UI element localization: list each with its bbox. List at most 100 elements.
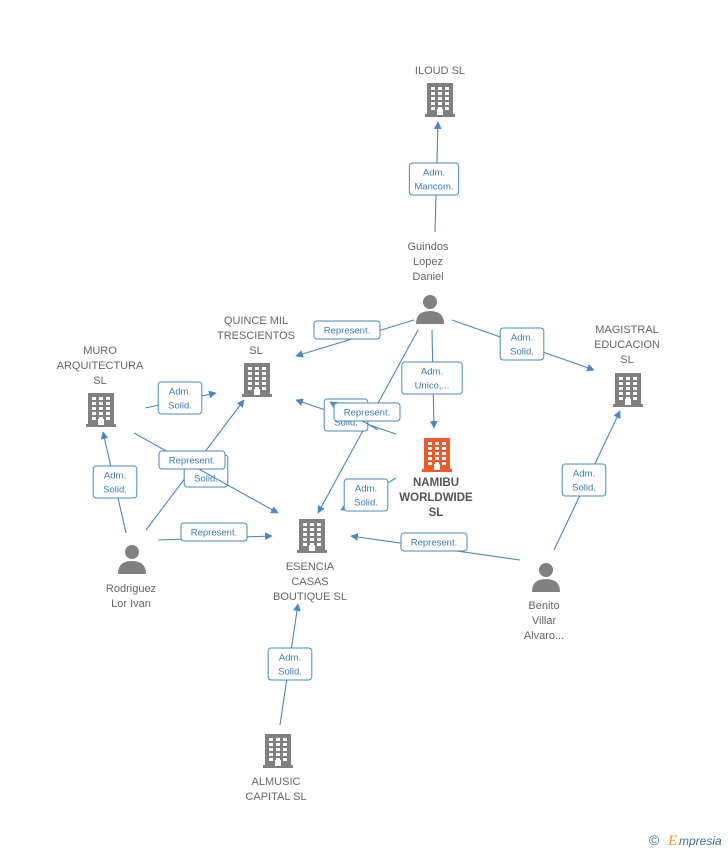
- edge-benito-to-esencia: Represent.: [350, 532, 521, 561]
- relation-label-text: Solid.: [354, 498, 378, 509]
- relation-label[interactable]: Represent.: [333, 402, 401, 422]
- node-magistral[interactable]: MAGISTRAL EDUCACION SL: [594, 324, 660, 407]
- relation-label-text: Unico,...: [415, 381, 450, 392]
- relation-label-box: [267, 647, 313, 681]
- node-label[interactable]: BOUTIQUE SL: [273, 591, 347, 603]
- edge-guindos-to-quince: Represent.: [295, 319, 415, 358]
- relation-label[interactable]: Represent.: [180, 522, 248, 542]
- relation-label-box: [158, 450, 226, 470]
- edge-guindos-to-namibu: Adm.Unico,...: [401, 329, 463, 429]
- node-label[interactable]: SL: [93, 375, 106, 387]
- relation-label-text: Adm.: [279, 653, 301, 664]
- node-label[interactable]: SL: [429, 507, 444, 519]
- relation-label-text: Solid.: [278, 667, 302, 678]
- node-label[interactable]: EDUCACION: [594, 339, 660, 351]
- relation-label-text: Solid.: [334, 418, 358, 429]
- building-icon[interactable]: [263, 734, 293, 768]
- relation-label-box: [333, 402, 401, 422]
- relation-label-text: Adm.: [423, 168, 445, 179]
- node-label[interactable]: Daniel: [412, 271, 443, 283]
- node-almusic[interactable]: ALMUSIC CAPITAL SL: [245, 734, 307, 803]
- relation-label-text: Solid.: [194, 474, 218, 485]
- relation-label[interactable]: Represent.: [158, 450, 226, 470]
- relation-label[interactable]: Adm. Solid.: [561, 463, 607, 497]
- relation-label-text: Represent.: [191, 528, 237, 539]
- relation-label-box: [401, 361, 463, 395]
- relation-label-text: Represent.: [411, 538, 457, 549]
- node-label[interactable]: Rodriguez: [106, 583, 156, 595]
- edge-line: [133, 432, 279, 514]
- node-muro[interactable]: MURO ARQUITECTURA SL: [57, 345, 144, 427]
- node-label[interactable]: SL: [249, 345, 262, 357]
- person-icon[interactable]: [532, 563, 560, 592]
- edge-rodriguez-to-esencia: Represent.: [157, 522, 273, 542]
- node-label[interactable]: ALMUSIC: [252, 776, 301, 788]
- building-icon[interactable]: [422, 438, 452, 472]
- relation-label-box: [343, 478, 389, 512]
- relation-label[interactable]: Adm. Solid.: [343, 478, 389, 512]
- node-label[interactable]: MURO: [83, 345, 117, 357]
- relation-label[interactable]: Adm.Mancom.: [408, 162, 460, 196]
- edge-muro-to-esencia: Represent.: [133, 432, 279, 514]
- edge-benito-to-magistral: Adm. Solid.: [553, 410, 621, 551]
- relation-label[interactable]: Adm. Solid.: [157, 381, 203, 415]
- copyright-symbol: ©: [649, 832, 660, 848]
- node-label[interactable]: CASAS: [291, 576, 328, 588]
- node-label[interactable]: Benito: [528, 600, 559, 612]
- node-label[interactable]: Guindos: [408, 241, 449, 253]
- node-iloud[interactable]: ILOUD SL: [415, 65, 465, 117]
- building-icon[interactable]: [613, 373, 643, 407]
- node-label[interactable]: Alvaro...: [524, 630, 564, 642]
- node-label[interactable]: ESENCIA: [286, 561, 335, 573]
- node-benito[interactable]: BenitoVillarAlvaro...: [524, 563, 564, 642]
- node-label[interactable]: ILOUD SL: [415, 65, 465, 77]
- relation-label-box: [400, 532, 468, 552]
- relation-label[interactable]: Represent.: [313, 320, 381, 340]
- relation-label[interactable]: Adm.Solid.: [92, 465, 138, 499]
- building-icon[interactable]: [425, 83, 455, 117]
- node-esencia[interactable]: ESENCIA CASAS BOUTIQUE SL: [273, 519, 347, 603]
- relation-label-text: Represent.: [344, 408, 390, 419]
- relation-label-box: [408, 162, 460, 196]
- edge-rodriguez-to-muro: Adm.Solid.: [92, 431, 138, 534]
- relation-label-text: Represent.: [169, 456, 215, 467]
- node-label[interactable]: NAMIBU: [413, 477, 459, 489]
- edge-guindos-to-iloud: Adm.Mancom.: [408, 121, 460, 233]
- building-icon[interactable]: [242, 363, 272, 397]
- node-namibu[interactable]: NAMIBU WORLDWIDE SL: [399, 438, 473, 519]
- logo-text: mpresia: [679, 834, 722, 848]
- relation-label[interactable]: Adm.Unico,...: [401, 361, 463, 395]
- relation-label[interactable]: Represent.: [400, 532, 468, 552]
- relation-label-box: [499, 327, 545, 361]
- relation-label[interactable]: Adm. Solid.: [267, 647, 313, 681]
- person-icon[interactable]: [416, 295, 444, 324]
- edge-guindos-to-magistral: Adm.Solid.: [451, 319, 595, 372]
- relation-label-text: Adm.: [573, 469, 595, 480]
- relation-label-box: [157, 381, 203, 415]
- building-icon[interactable]: [297, 519, 327, 553]
- person-icon[interactable]: [118, 545, 146, 574]
- node-label[interactable]: ARQUITECTURA: [57, 360, 144, 372]
- relation-label-text: Adm.: [169, 387, 191, 398]
- relation-label[interactable]: Adm.Solid.: [499, 327, 545, 361]
- node-label[interactable]: TRESCIENTOS: [217, 330, 295, 342]
- node-label[interactable]: WORLDWIDE: [399, 492, 473, 504]
- node-label[interactable]: QUINCE MIL: [224, 315, 288, 327]
- relation-label-box: [313, 320, 381, 340]
- node-quince[interactable]: QUINCE MIL TRESCIENTOS SL: [217, 315, 295, 397]
- relation-label-text: Solid.: [168, 401, 192, 412]
- node-label[interactable]: Lor Ivan: [111, 598, 151, 610]
- relation-label-text: Adm.: [511, 333, 533, 344]
- node-label[interactable]: CAPITAL SL: [245, 791, 306, 803]
- node-label[interactable]: Lopez: [413, 256, 443, 268]
- node-label[interactable]: MAGISTRAL: [595, 324, 659, 336]
- node-label[interactable]: Villar: [532, 615, 557, 627]
- building-icon[interactable]: [86, 393, 116, 427]
- relation-label-text: Adm.: [355, 484, 377, 495]
- node-label[interactable]: SL: [620, 354, 633, 366]
- relation-label-text: Solid.: [572, 483, 596, 494]
